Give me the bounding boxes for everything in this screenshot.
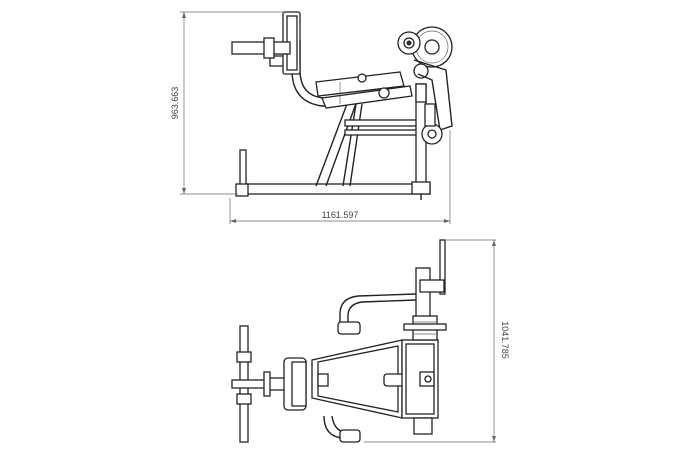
side-foot-roller	[421, 103, 443, 145]
side-back-pad	[282, 11, 301, 75]
top-rear-pad	[401, 339, 439, 419]
side-base-rail	[235, 149, 431, 197]
depth-dimension: 1041.785	[364, 239, 510, 443]
top-seat-pad	[311, 339, 407, 419]
height-dimension: 963.663	[170, 11, 284, 195]
height-dimension-label: 963.663	[170, 87, 180, 120]
top-front-foot-bar	[231, 325, 269, 443]
side-front-legs	[315, 95, 421, 187]
width-dimension: 1161.597	[229, 130, 451, 224]
side-handle-bar	[231, 37, 291, 59]
side-view: 963.663 1161.597	[170, 11, 453, 224]
width-dimension-label: 1161.597	[322, 210, 359, 220]
top-view: 1041.785	[231, 239, 510, 443]
top-frame-loops	[323, 293, 417, 443]
side-seat-pad	[315, 71, 413, 109]
top-back-pad	[283, 357, 307, 411]
side-gear-assembly	[397, 26, 453, 131]
depth-dimension-label: 1041.785	[500, 321, 510, 359]
top-handle-bar	[263, 371, 287, 397]
top-gear-shaft	[403, 239, 447, 435]
